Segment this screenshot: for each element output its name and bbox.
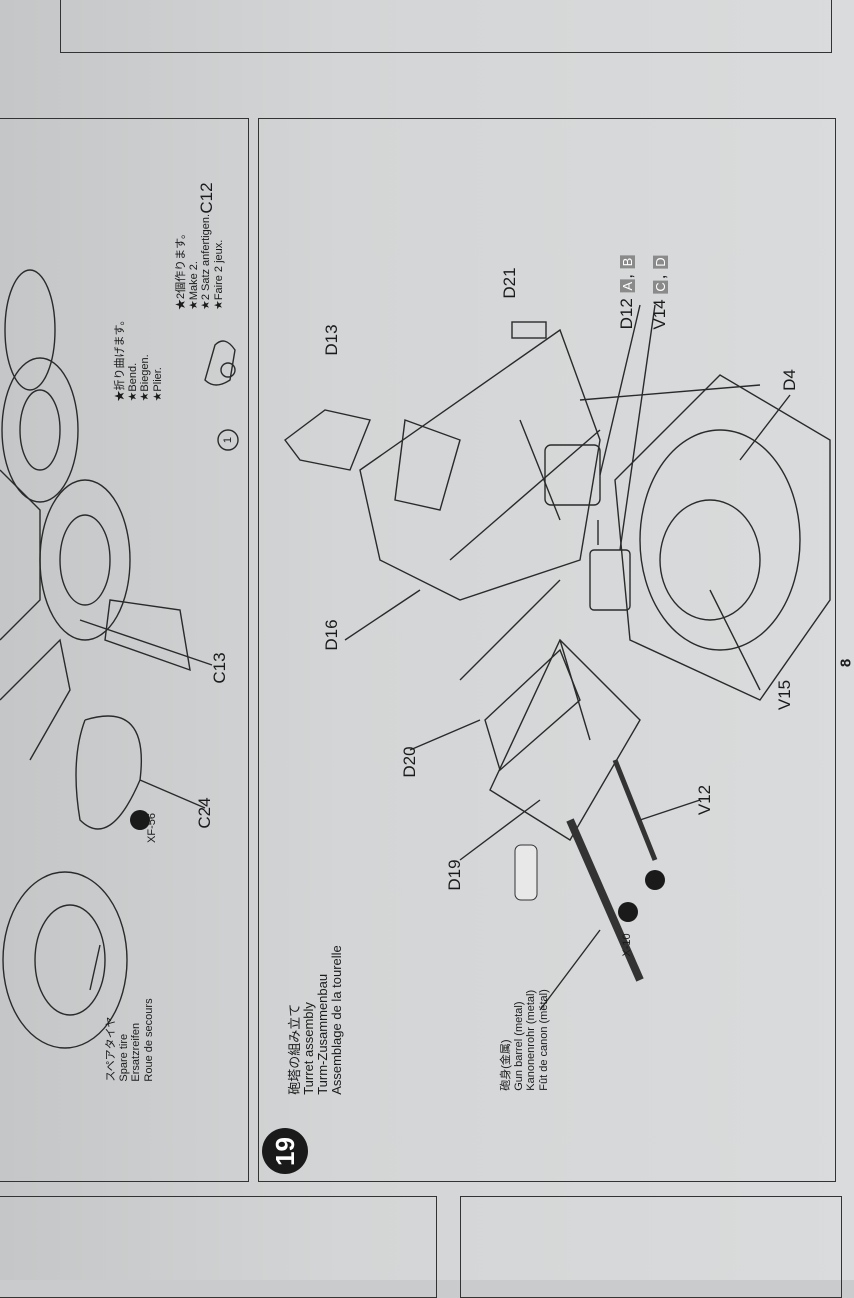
variant-badge-c: C bbox=[653, 280, 668, 293]
part-label-c13: C13 bbox=[210, 652, 230, 683]
variant-badge-d: D bbox=[653, 255, 668, 268]
step-title-fr: Assemblage de la tourelle bbox=[330, 945, 344, 1095]
spare-tire-label: スペアタイヤ Spare tire Ersatzreifen Roue de s… bbox=[105, 998, 155, 1081]
page-number: 8 bbox=[838, 659, 854, 667]
make-note-fr: ★Faire 2 jeux. bbox=[213, 214, 226, 310]
gun-barrel-label: 砲身(金属) Gun barrel (metal) Kanonenrohr (m… bbox=[500, 989, 550, 1091]
v14-text: V14 bbox=[650, 299, 669, 329]
step-title-jp: 砲塔の組み立て bbox=[288, 945, 302, 1095]
gun-barrel-de: Kanonenrohr (metal) bbox=[525, 989, 538, 1091]
part-label-d16: D16 bbox=[322, 619, 342, 650]
step-number: 19 bbox=[269, 1137, 300, 1166]
spare-tire-de: Ersatzreifen bbox=[130, 998, 143, 1081]
part-label-v14: V14 C, D bbox=[650, 254, 670, 329]
paint-bottle bbox=[515, 845, 537, 900]
make-note-de: ★2 Satz anfertigen. bbox=[200, 214, 213, 310]
part-label-c24: C24 bbox=[195, 797, 215, 828]
variant-badge-a: A bbox=[620, 280, 635, 293]
d12-text: D12 bbox=[617, 298, 636, 329]
part-label-d12: D12 A, B bbox=[617, 255, 637, 330]
paint-code-xf56: XF-56 bbox=[146, 813, 159, 843]
step-title-en: Turret assembly bbox=[302, 945, 316, 1095]
part-label-d13: D13 bbox=[322, 324, 342, 355]
part-label-d21: D21 bbox=[500, 267, 520, 298]
part-label-c12: C12 bbox=[197, 182, 217, 213]
gun-barrel-jp: 砲身(金属) bbox=[500, 989, 513, 1091]
part-label-v12: V12 bbox=[695, 785, 715, 815]
make-note-jp: ★2個作ります。 bbox=[175, 214, 188, 310]
gun-barrel-fr: Fût de canon (métal) bbox=[538, 989, 551, 1091]
part-label-d19: D19 bbox=[445, 859, 465, 890]
spare-tire-en: Spare tire bbox=[118, 998, 131, 1081]
bend-note-de: ★Biegen. bbox=[139, 315, 152, 402]
bend-note-fr: ★Plier. bbox=[152, 315, 165, 402]
step-title-de: Turm-Zusammenbau bbox=[316, 945, 330, 1095]
bend-note-en: ★Bend. bbox=[127, 315, 140, 402]
part-label-v15: V15 bbox=[775, 680, 795, 710]
part-label-d20: D20 bbox=[400, 746, 420, 777]
step-number-badge: 19 bbox=[262, 1128, 308, 1174]
part-label-d4: D4 bbox=[780, 369, 800, 391]
spare-tire-jp: スペアタイヤ bbox=[105, 998, 118, 1081]
callout-number: 1 bbox=[222, 437, 235, 443]
gun-barrel-en: Gun barrel (metal) bbox=[513, 989, 526, 1091]
spare-tire-fr: Roue de secours bbox=[143, 998, 156, 1081]
paint-code-x10: X-10 bbox=[621, 933, 634, 956]
bend-note-jp: ★折り曲げます。 bbox=[114, 315, 127, 402]
step-title: 砲塔の組み立て Turret assembly Turm-Zusammenbau… bbox=[288, 945, 344, 1095]
make-note-en: ★Make 2. bbox=[188, 214, 201, 310]
variant-badge-b: B bbox=[620, 256, 635, 269]
make-two-note: ★2個作ります。 ★Make 2. ★2 Satz anfertigen. ★F… bbox=[175, 214, 225, 310]
bend-note: ★折り曲げます。 ★Bend. ★Biegen. ★Plier. bbox=[114, 315, 164, 402]
